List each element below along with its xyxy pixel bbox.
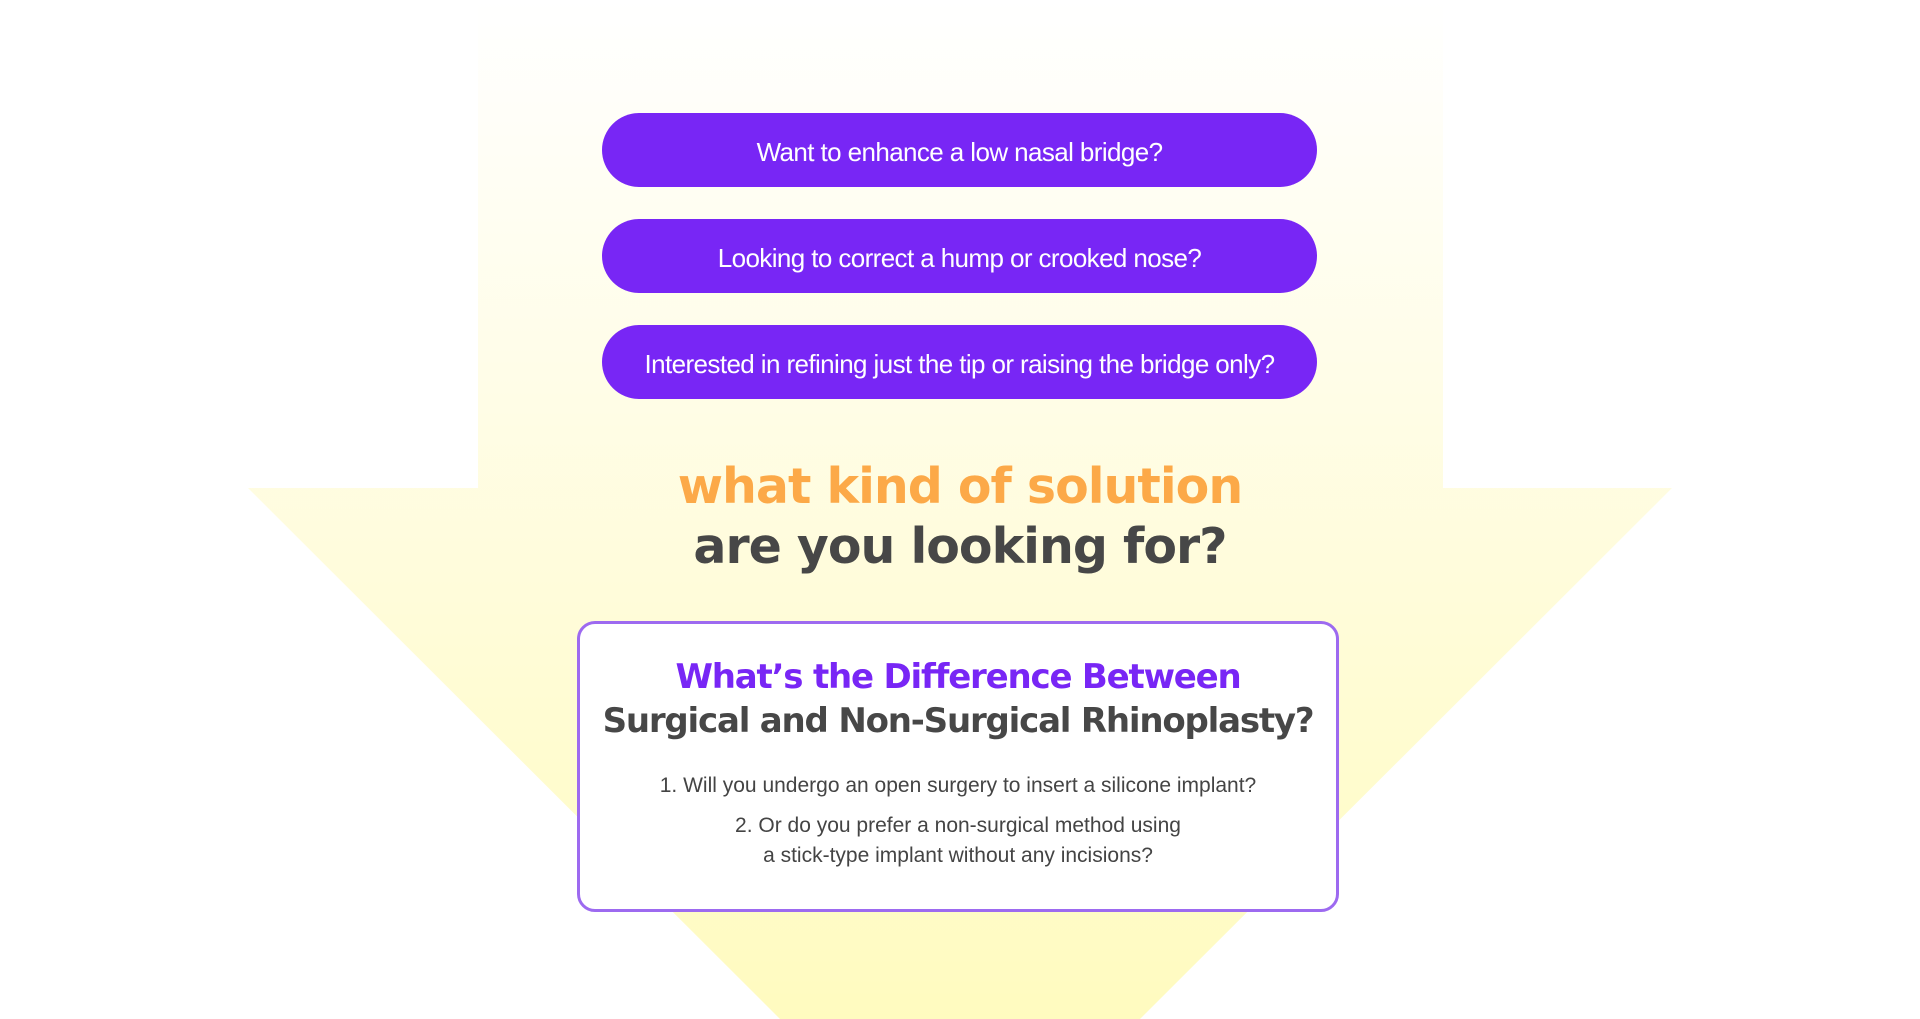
comparison-card: What’s the Difference Between Surgical a… (577, 621, 1339, 912)
question-button-hump-crooked[interactable]: Looking to correct a hump or crooked nos… (602, 219, 1317, 293)
headline-line-1: what kind of solution (677, 458, 1243, 515)
headline-line-2: are you looking for? (693, 518, 1227, 575)
card-item-1: 1. Will you undergo an open surgery to i… (659, 774, 1257, 797)
card-item-2-line-1: 2. Or do you prefer a non-surgical metho… (735, 814, 1181, 837)
question-label: Interested in refining just the tip or r… (644, 348, 1276, 379)
card-title-line-1: What’s the Difference Between (675, 657, 1241, 697)
question-button-tip-bridge[interactable]: Interested in refining just the tip or r… (602, 325, 1317, 399)
question-button-low-bridge[interactable]: Want to enhance a low nasal bridge? (602, 113, 1317, 187)
card-title-line-2: Surgical and Non-Surgical Rhinoplasty? (602, 701, 1315, 741)
question-label: Want to enhance a low nasal bridge? (756, 136, 1163, 167)
card-item-2-line-2: a stick-type implant without any incisio… (763, 844, 1153, 867)
question-label: Looking to correct a hump or crooked nos… (717, 242, 1202, 273)
